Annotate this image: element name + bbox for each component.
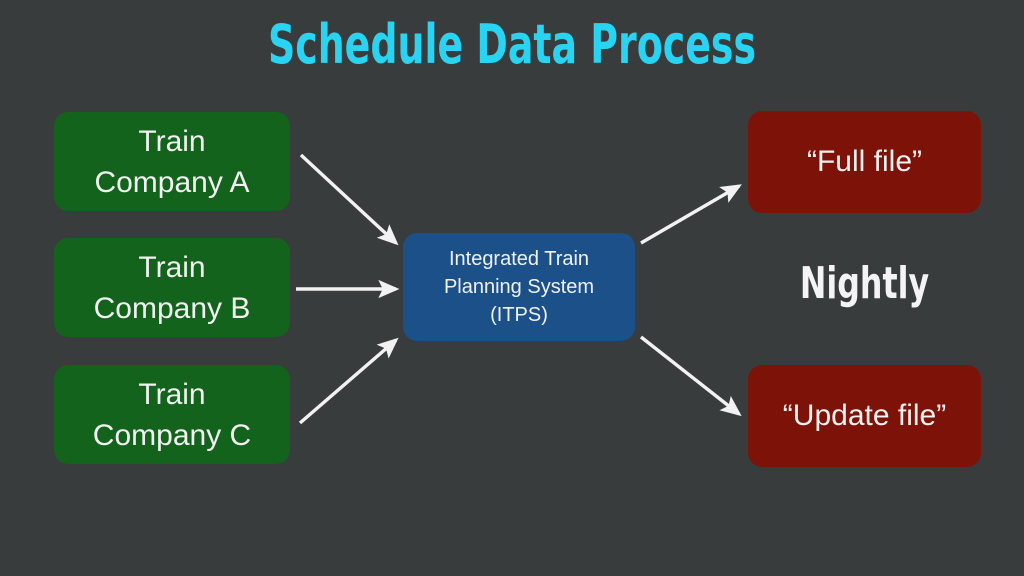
node-train-company-a[interactable]: Train Company A <box>54 112 290 211</box>
node-full-file[interactable]: “Full file” <box>748 111 981 213</box>
arrow-itps-to-update-file <box>639 335 742 417</box>
page-title: Schedule Data Process <box>267 13 757 76</box>
node-label: Train Company B <box>93 250 251 325</box>
node-update-file[interactable]: “Update file” <box>748 365 981 467</box>
node-label: Train Company C <box>92 377 252 452</box>
arrow-itps-to-full-file <box>640 184 742 245</box>
node-label: “Full file” <box>806 145 922 178</box>
frequency-label: Nightly <box>799 258 930 309</box>
node-label: Integrated Train Planning System (ITPS) <box>443 248 595 326</box>
arrow-company-a-to-itps <box>299 153 399 246</box>
node-train-company-b[interactable]: Train Company B <box>54 238 290 337</box>
node-integrated-train-planning-system[interactable]: Integrated Train Planning System (ITPS) <box>403 233 635 341</box>
node-train-company-c[interactable]: Train Company C <box>54 365 290 464</box>
arrow-company-c-to-itps <box>298 337 399 425</box>
node-label: “Update file” <box>782 399 947 432</box>
node-label: Train Company A <box>94 124 250 199</box>
